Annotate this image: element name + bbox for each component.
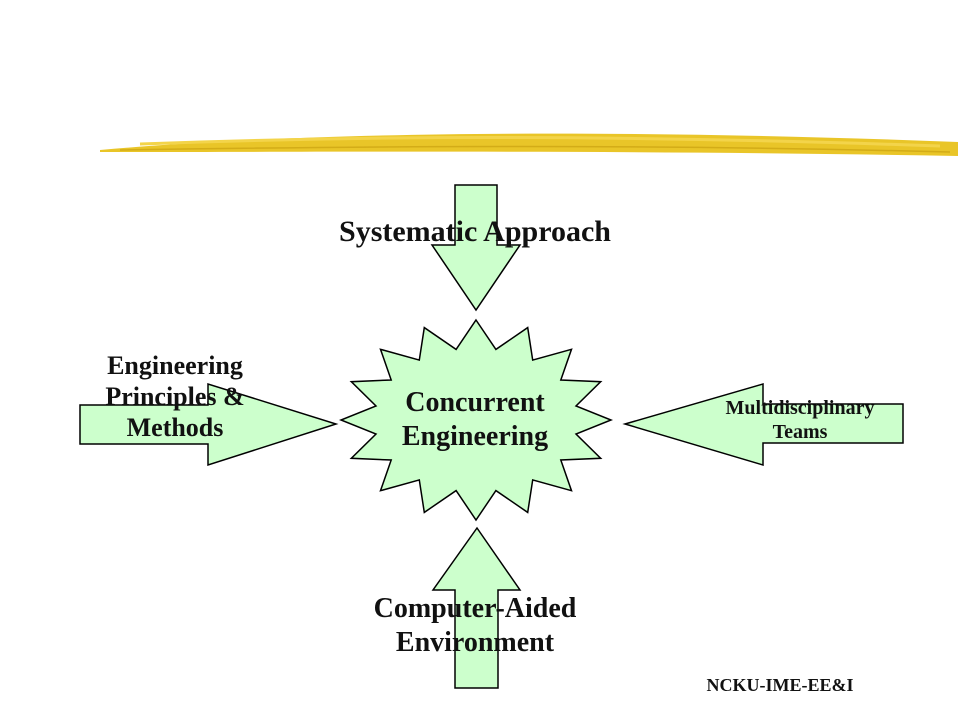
multidisciplinary-teams-label: Multidisciplinary Teams	[725, 397, 875, 443]
left-arrow	[79, 382, 339, 467]
concurrent-engineering-starburst	[338, 318, 614, 522]
highlighter-stroke	[100, 133, 958, 156]
bottom-arrow	[431, 526, 522, 689]
computer-aided-environment-label: Computer-Aided Environment	[373, 593, 577, 658]
systematic-approach-label: Systematic Approach	[339, 215, 611, 248]
center-label: Concurrent Engineering	[401, 387, 549, 452]
footer-text: NCKU-IME-EE&I	[706, 675, 854, 695]
right-arrow	[622, 383, 904, 467]
top-arrow	[430, 184, 522, 312]
engineering-principles-label: Engineering Principles & Methods	[105, 351, 245, 443]
